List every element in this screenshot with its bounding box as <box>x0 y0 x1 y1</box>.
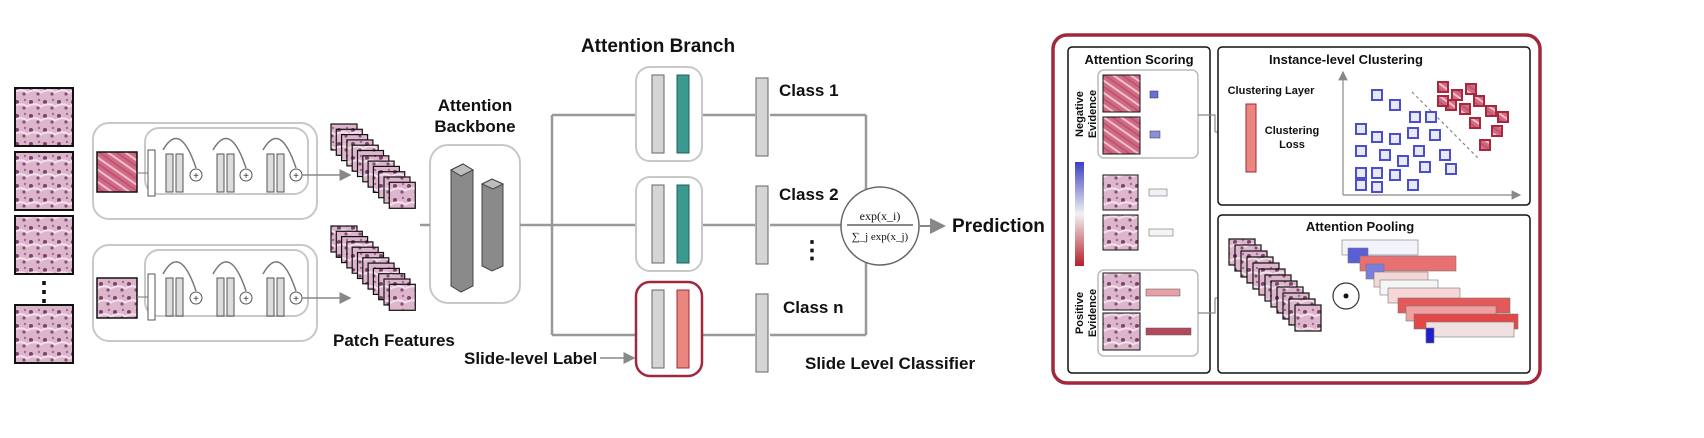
softmax-node: exp(x_i) ∑_j exp(x_j) <box>840 186 920 266</box>
slide-level-label: Slide-level Label <box>464 349 597 368</box>
cluster-point-red <box>1465 83 1477 95</box>
patch-feature-stack-bottom <box>330 225 416 311</box>
class-classifiers <box>755 77 769 373</box>
attention-colorbar <box>1075 162 1084 266</box>
cluster-point-blue <box>1371 89 1383 101</box>
feature-encoder-top: + + + <box>92 122 352 220</box>
cluster-point-blue <box>1355 123 1367 135</box>
feature-encoder-bottom: + + + <box>92 244 352 342</box>
cluster-point-red <box>1485 105 1497 117</box>
patch-feature-stack-top <box>330 123 416 209</box>
attention-backbone-label: Backbone <box>434 117 515 136</box>
cluster-point-red <box>1473 95 1485 107</box>
patch-features-label: Patch Features <box>333 331 455 350</box>
cluster-point-blue <box>1355 179 1367 191</box>
input-patch <box>14 151 74 211</box>
class-ellipsis: ⋮ <box>800 237 824 264</box>
cluster-point-blue <box>1407 179 1419 191</box>
cluster-point-blue <box>1429 129 1441 141</box>
svg-text:+: + <box>243 171 249 182</box>
cluster-point-blue <box>1397 155 1409 167</box>
encoder-input-patch <box>96 151 138 193</box>
cluster-point-blue <box>1439 149 1451 161</box>
cluster-point-blue <box>1371 181 1383 193</box>
svg-text:+: + <box>193 294 199 305</box>
clustering-layer-block <box>1245 103 1257 173</box>
positive-evidence-label: Positive <box>1074 292 1086 334</box>
cluster-point-red <box>1437 95 1449 107</box>
svg-text:+: + <box>193 171 199 182</box>
instance-clustering-title: Instance-level Clustering <box>1269 52 1423 67</box>
cluster-point-blue <box>1389 169 1401 181</box>
clustering-loss-label: Clustering <box>1265 125 1319 137</box>
feature-patch <box>388 283 416 311</box>
svg-text:+: + <box>293 171 299 182</box>
cluster-point-blue <box>1425 111 1437 123</box>
input-patch <box>14 215 74 275</box>
attention-branch-class-n <box>634 280 704 378</box>
class-n-label: Class n <box>783 298 843 317</box>
attention-pooling-title: Attention Pooling <box>1306 219 1414 234</box>
branch-connectors <box>420 113 868 337</box>
attention-backbone-label: Attention <box>438 96 513 115</box>
feature-patch <box>1294 304 1322 332</box>
class-2-label: Class 2 <box>779 185 839 204</box>
feature-patch <box>388 181 416 209</box>
clustering-layer-label: Clustering Layer <box>1228 85 1316 97</box>
cluster-point-blue <box>1371 167 1383 179</box>
pooling-feature-stack <box>1228 238 1322 332</box>
cluster-point-red <box>1491 125 1503 137</box>
attention-backbone: Attention Backbone <box>429 96 521 304</box>
softmax-numerator: exp(x_i) <box>860 209 901 223</box>
attention-branch-class-2 <box>635 176 703 272</box>
cluster-point-red <box>1451 89 1463 101</box>
svg-text:+: + <box>293 294 299 305</box>
cluster-point-blue <box>1355 167 1367 179</box>
class-1-label: Class 1 <box>779 81 839 100</box>
prediction-label: Prediction <box>952 216 1045 237</box>
input-patch-column: ⋮ <box>14 87 74 364</box>
cluster-point-red <box>1497 111 1509 123</box>
attention-branch-class-1 <box>635 66 703 162</box>
attention-branch-title: Attention Branch <box>581 36 735 57</box>
cluster-point-blue <box>1389 99 1401 111</box>
cluster-point-blue <box>1409 111 1421 123</box>
cluster-point-blue <box>1407 127 1419 139</box>
input-patch <box>14 87 74 147</box>
input-patch <box>14 304 74 364</box>
slide-level-classifier-label: Slide Level Classifier <box>805 354 975 373</box>
encoder-input-patch <box>96 277 138 319</box>
attention-weight-bars <box>1341 239 1519 344</box>
svg-text:+: + <box>243 294 249 305</box>
attention-weight-bar <box>1425 327 1435 344</box>
negative-evidence-label: Evidence <box>1087 90 1099 138</box>
cluster-point-red <box>1469 117 1481 129</box>
cluster-point-red <box>1459 103 1471 115</box>
detail-panel: Attention Scoring Negative Evidence Posi… <box>1051 33 1542 385</box>
cluster-point-blue <box>1445 163 1457 175</box>
negative-evidence-label: Negative <box>1074 91 1086 137</box>
cluster-point-blue <box>1355 145 1367 157</box>
cluster-point-red <box>1479 139 1491 151</box>
cluster-point-blue <box>1419 161 1431 173</box>
softmax-denominator: ∑_j exp(x_j) <box>852 231 909 243</box>
cluster-point-blue <box>1371 131 1383 143</box>
attention-weight-bar <box>1425 321 1515 338</box>
cluster-point-red <box>1437 81 1449 93</box>
cluster-point-blue <box>1389 133 1401 145</box>
attention-scoring-title: Attention Scoring <box>1084 52 1193 67</box>
cluster-point-blue <box>1379 149 1391 161</box>
cluster-point-blue <box>1413 145 1425 157</box>
positive-evidence-label: Evidence <box>1087 289 1099 337</box>
patch-ellipsis: ⋮ <box>31 276 57 306</box>
cluster-scatter <box>1355 81 1509 193</box>
clustering-loss-label: Loss <box>1279 139 1305 151</box>
